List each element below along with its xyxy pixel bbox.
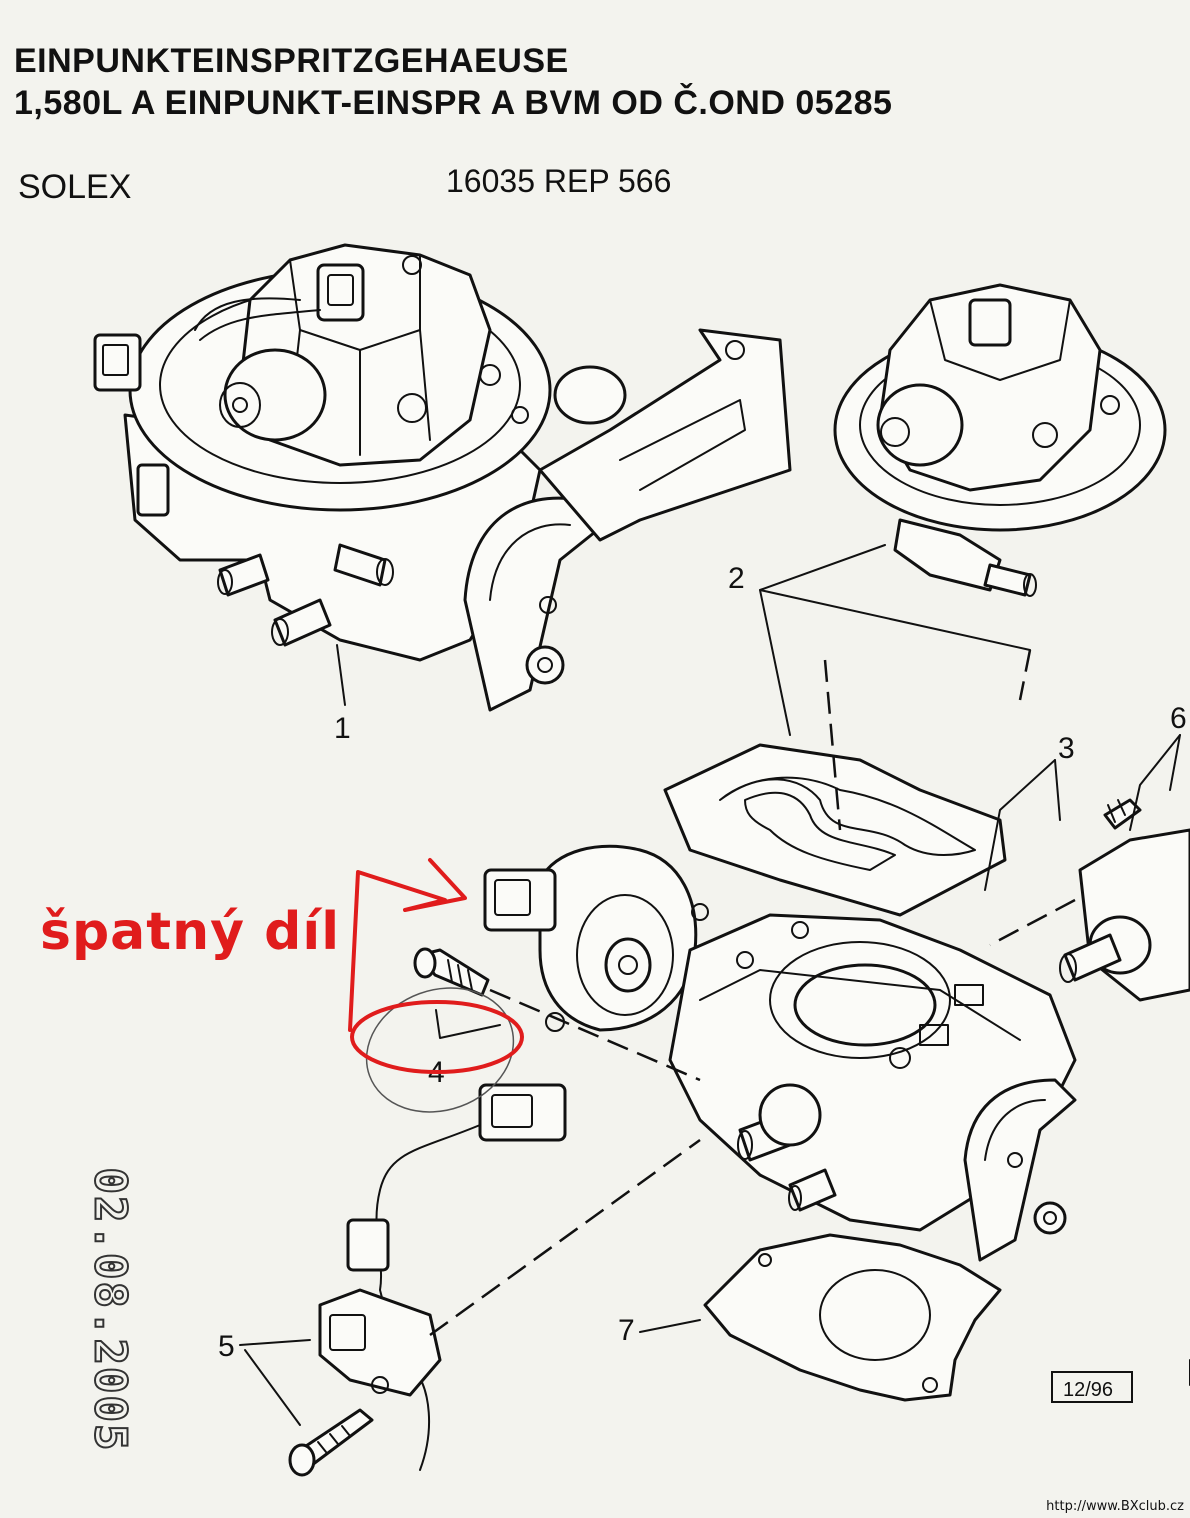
callout-1: 1	[334, 712, 351, 745]
callout-7: 7	[618, 1314, 635, 1347]
throttle-position-sensor	[413, 844, 709, 1032]
gasket-lower	[703, 1233, 1002, 1402]
callout-4-leader	[435, 1009, 501, 1039]
red-arrow	[348, 858, 467, 1032]
throttle-body-assembly	[93, 243, 792, 712]
gasket-upper	[663, 743, 1007, 917]
leader-lines	[239, 544, 1190, 1426]
callout-numbers: 1 2 3 4 5 6 7	[218, 562, 1187, 1363]
diagram-subtitle: 1,580L A EINPUNKT-EINSPR A BVM OD Č.OND …	[14, 84, 893, 122]
diagram-title: EINPUNKTEINSPRITZGEHAEUSE	[14, 42, 569, 80]
throttle-housing-lower	[668, 913, 1077, 1262]
callout-5: 5	[218, 1330, 235, 1363]
date-stamp: 02.08.2005	[80, 1160, 140, 1460]
date-stamp-text: 02.08.2005	[84, 1167, 137, 1454]
red-highlight-circle	[350, 1000, 524, 1074]
callout-3: 3	[1058, 732, 1075, 765]
callout-6: 6	[1170, 702, 1187, 735]
source-url: http://www.BXclub.cz	[1046, 1499, 1184, 1514]
revision-box: 12/96	[1051, 1371, 1133, 1403]
red-annotation-marks	[348, 858, 524, 1074]
reference-number: 16035 REP 566	[446, 163, 672, 199]
wrong-part-annotation: špatný díl	[40, 902, 341, 962]
sensor-with-harness	[288, 1083, 567, 1477]
idle-actuator	[1059, 798, 1190, 1002]
callout-2: 2	[728, 562, 745, 595]
manufacturer-label: SOLEX	[18, 168, 132, 206]
revision-label: 12/96	[1063, 1379, 1113, 1401]
injector-housing	[833, 283, 1167, 597]
pencil-circle-mark	[365, 987, 515, 1113]
